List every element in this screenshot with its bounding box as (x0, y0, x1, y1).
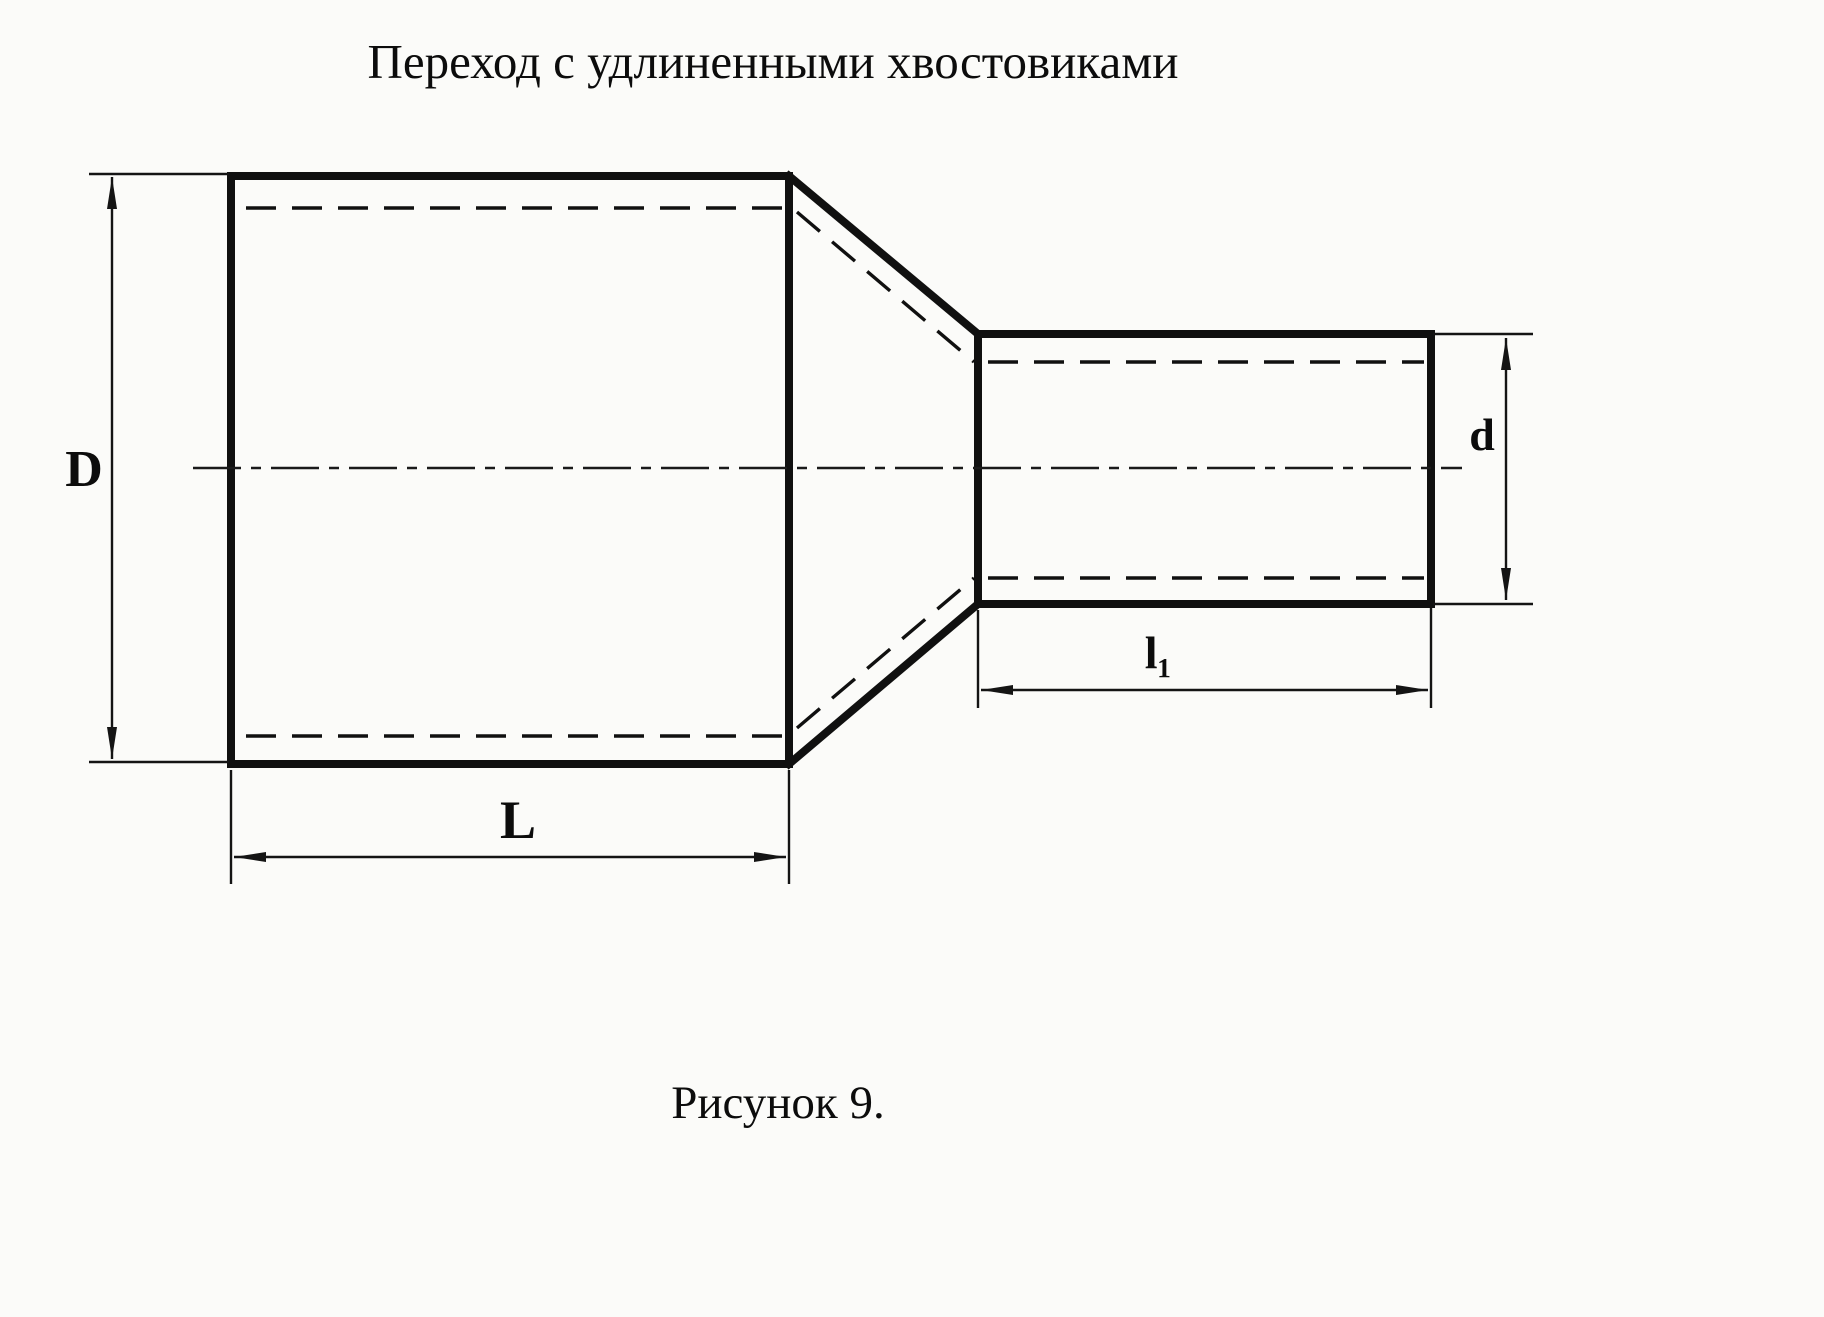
dim-label-L: L (500, 790, 536, 850)
cone-inner-top-line (795, 210, 976, 364)
cone-bottom-edge (783, 598, 984, 770)
dimension-small-diameter: d (1433, 332, 1533, 606)
dimension-large-length: L (229, 770, 791, 884)
cone-inner-bottom-line (795, 576, 976, 730)
hidden-wall-lines (246, 206, 1424, 738)
dim-label-l1: l₁ (1145, 627, 1172, 678)
cone-top-edge (783, 170, 984, 340)
dimension-large-diameter: D (65, 172, 229, 764)
dimension-small-length: l₁ (976, 608, 1433, 708)
reducer-body (227, 170, 1435, 770)
drawing-title: Переход с удлиненными хвостовиками (368, 34, 1179, 89)
figure-caption: Рисунок 9. (671, 1077, 885, 1129)
large-pipe-outline (227, 172, 793, 768)
dim-label-D: D (65, 441, 103, 498)
dim-label-d: d (1469, 409, 1495, 460)
